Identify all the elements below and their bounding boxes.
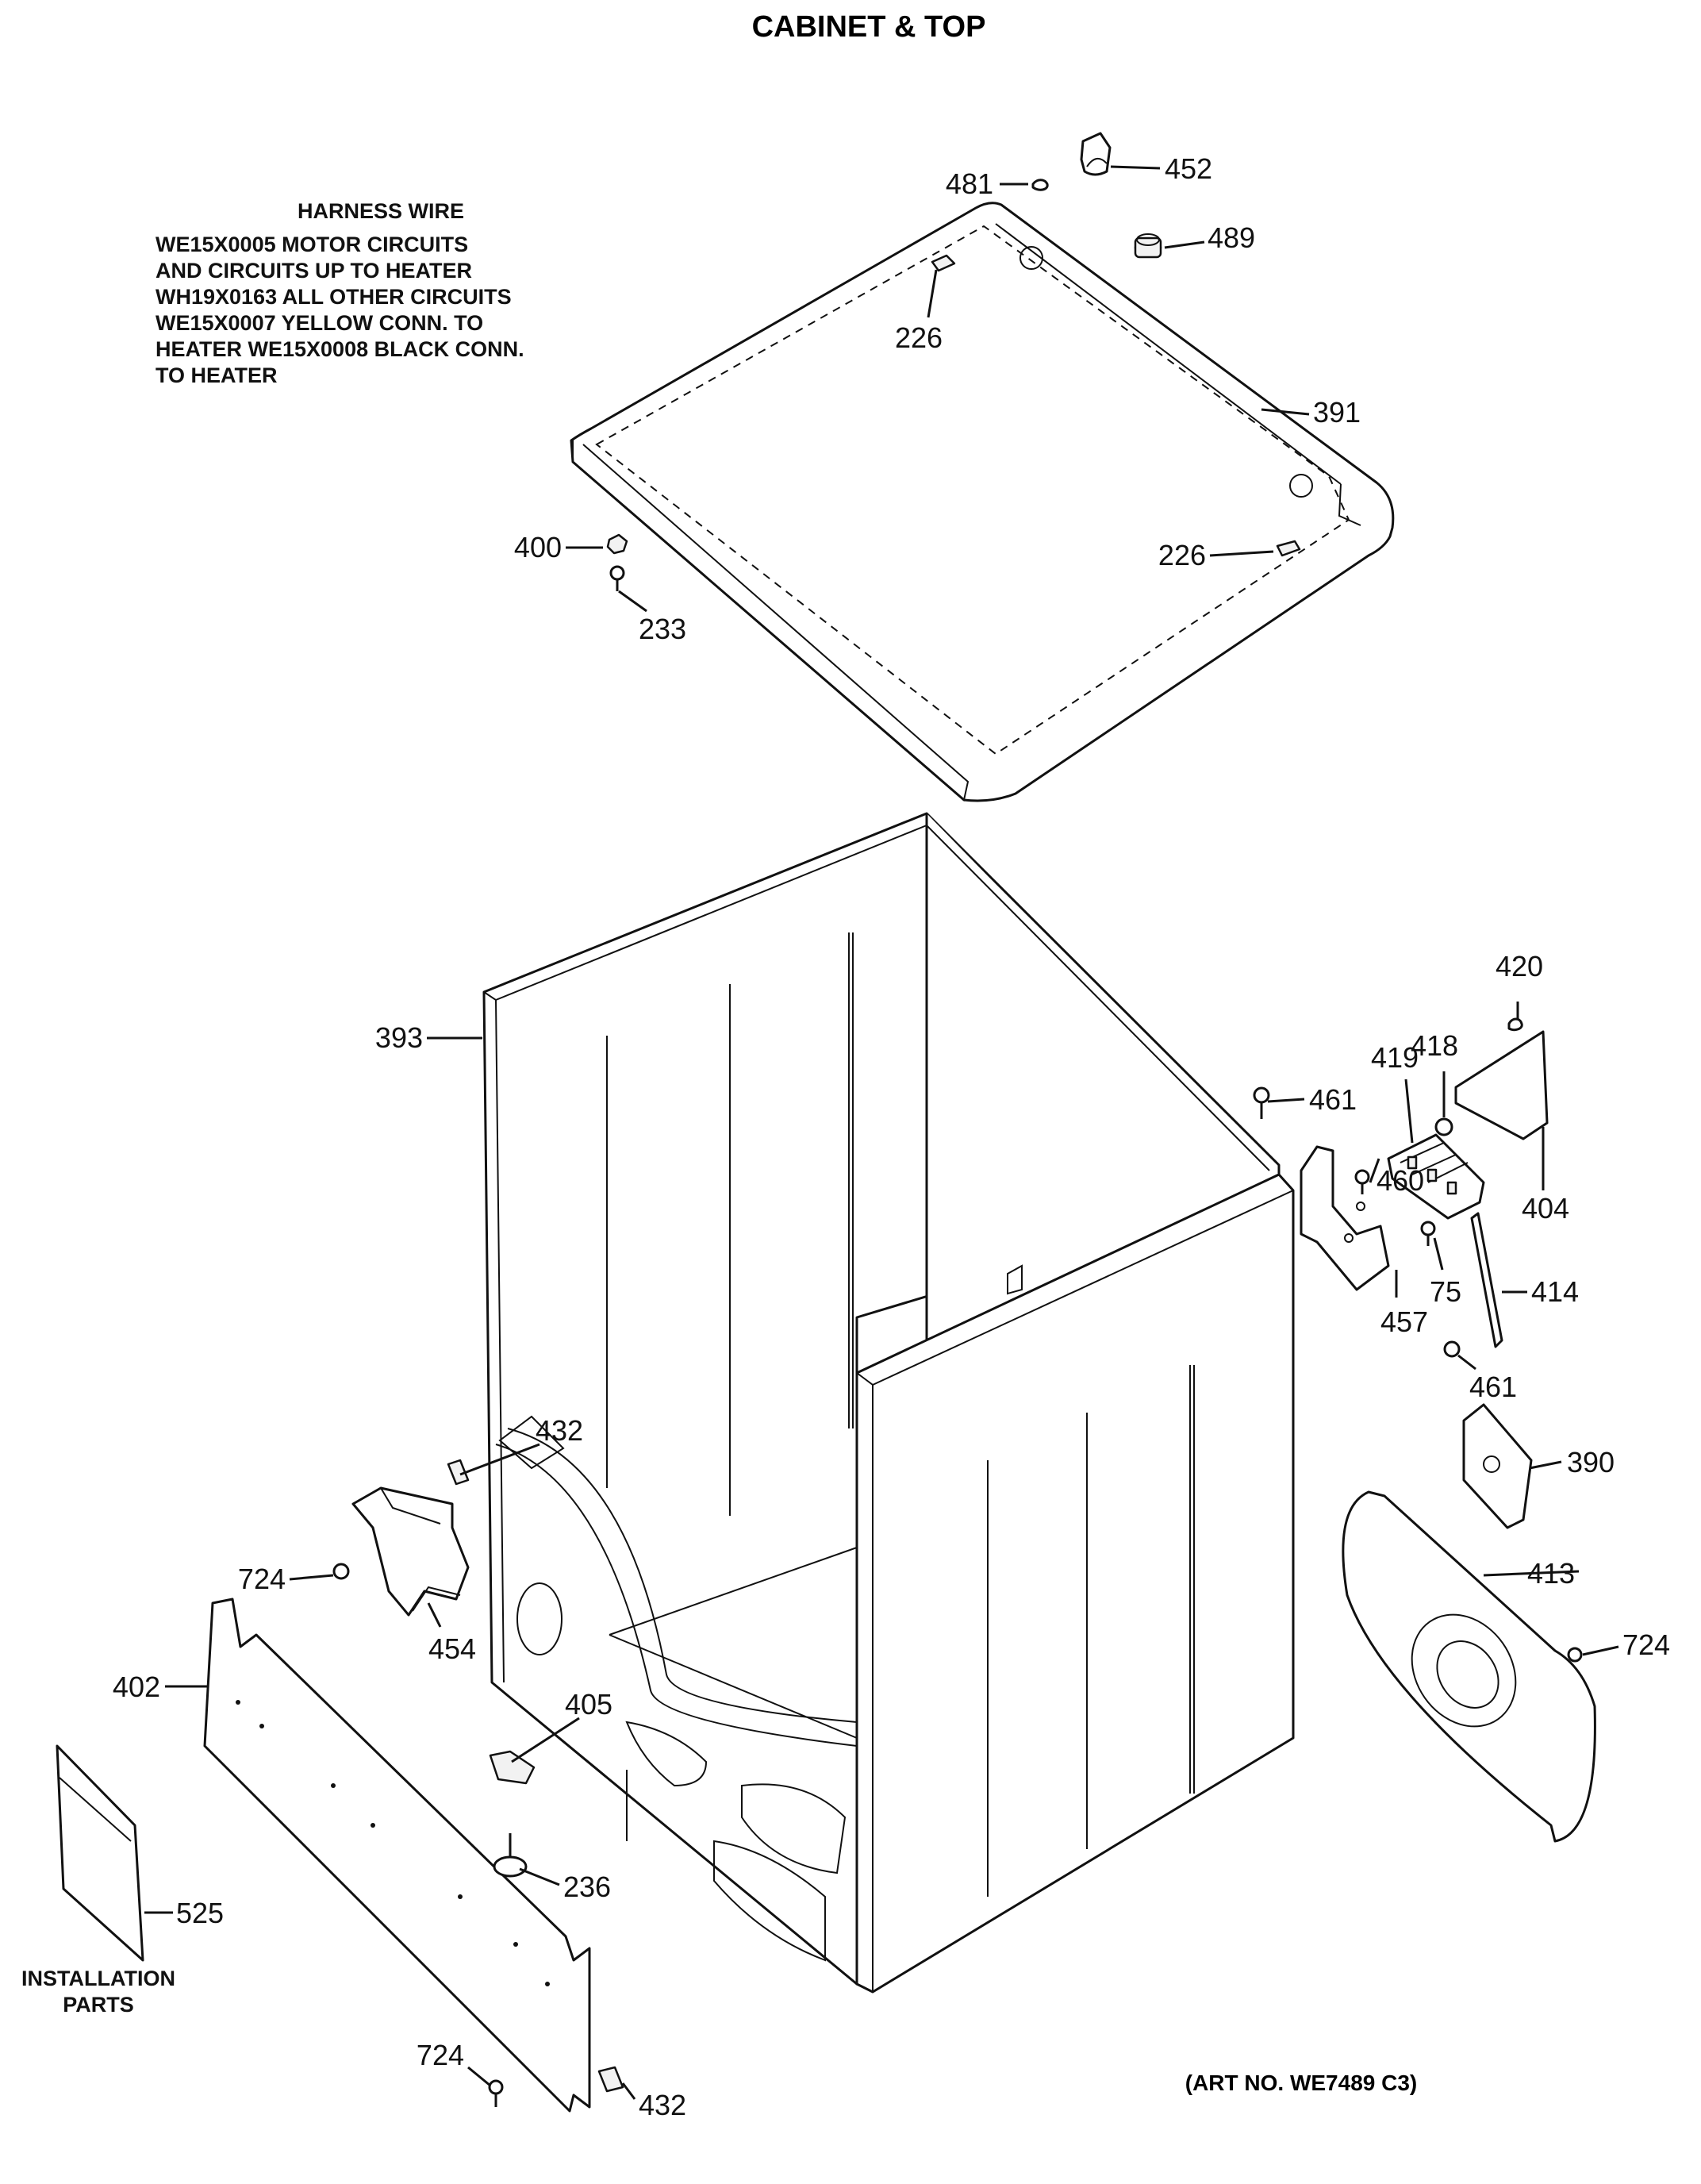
harness-note-heading: HARNESS WIRE bbox=[298, 199, 464, 223]
callout-457: 457 bbox=[1380, 1305, 1428, 1338]
harness-note-line: WE15X0005 MOTOR CIRCUITS bbox=[156, 233, 468, 256]
harness-wire-note: HARNESS WIRE WE15X0005 MOTOR CIRCUITS AN… bbox=[156, 199, 524, 387]
installation-parts-label: INSTALLATION bbox=[21, 1967, 175, 1990]
cabinet-body bbox=[482, 812, 1295, 1994]
callout-405: 405 bbox=[565, 1688, 612, 1721]
callout-402: 402 bbox=[113, 1671, 160, 1703]
callout-452: 452 bbox=[1165, 152, 1212, 185]
callout-226: 226 bbox=[1158, 539, 1206, 571]
callout-525: 525 bbox=[176, 1897, 224, 1929]
callout-226: 226 bbox=[895, 321, 943, 354]
part-callouts: 481 452 489 226 391 400 233 226 393 420 … bbox=[113, 152, 1670, 2121]
callout-461: 461 bbox=[1469, 1371, 1517, 1403]
callout-404: 404 bbox=[1522, 1192, 1569, 1225]
front-lower-parts bbox=[56, 1459, 624, 2113]
callout-233: 233 bbox=[639, 613, 686, 645]
rear-access-panel bbox=[1342, 1490, 1596, 1843]
callout-724: 724 bbox=[238, 1563, 286, 1595]
callout-418: 418 bbox=[1411, 1029, 1458, 1062]
callout-489: 489 bbox=[1208, 221, 1255, 254]
terminal-block-assembly bbox=[1253, 1017, 1549, 1529]
callout-75: 75 bbox=[1430, 1275, 1461, 1308]
callout-454: 454 bbox=[428, 1632, 476, 1665]
harness-note-line: HEATER WE15X0008 BLACK CONN. bbox=[156, 337, 524, 361]
callout-236: 236 bbox=[563, 1871, 611, 1903]
callout-390: 390 bbox=[1567, 1446, 1615, 1478]
harness-note-line: AND CIRCUITS UP TO HEATER bbox=[156, 259, 472, 283]
harness-note-line: WH19X0163 ALL OTHER CIRCUITS bbox=[156, 285, 512, 309]
art-number: (ART NO. WE7489 C3) bbox=[1185, 2071, 1418, 2095]
callout-391: 391 bbox=[1313, 396, 1361, 429]
callout-460: 460 bbox=[1377, 1164, 1424, 1197]
callout-724: 724 bbox=[1622, 1628, 1670, 1661]
callout-481: 481 bbox=[946, 167, 993, 200]
harness-note-line: TO HEATER bbox=[156, 363, 278, 387]
callout-420: 420 bbox=[1496, 950, 1543, 982]
installation-parts-label: PARTS bbox=[63, 1993, 134, 2017]
callout-419: 419 bbox=[1371, 1041, 1419, 1074]
callout-724: 724 bbox=[417, 2039, 464, 2071]
callout-432: 432 bbox=[536, 1414, 583, 1447]
cabinet-top-panel bbox=[570, 202, 1395, 802]
hardware-top bbox=[606, 132, 1162, 591]
diagram-title: CABINET & TOP bbox=[752, 10, 986, 44]
callout-400: 400 bbox=[514, 531, 562, 563]
callout-414: 414 bbox=[1531, 1275, 1579, 1308]
leader-lines bbox=[144, 165, 1619, 2100]
callout-461: 461 bbox=[1309, 1083, 1357, 1116]
callout-413: 413 bbox=[1527, 1557, 1575, 1590]
callout-393: 393 bbox=[375, 1021, 423, 1054]
harness-note-line: WE15X0007 YELLOW CONN. TO bbox=[156, 311, 483, 335]
callout-432: 432 bbox=[639, 2089, 686, 2121]
